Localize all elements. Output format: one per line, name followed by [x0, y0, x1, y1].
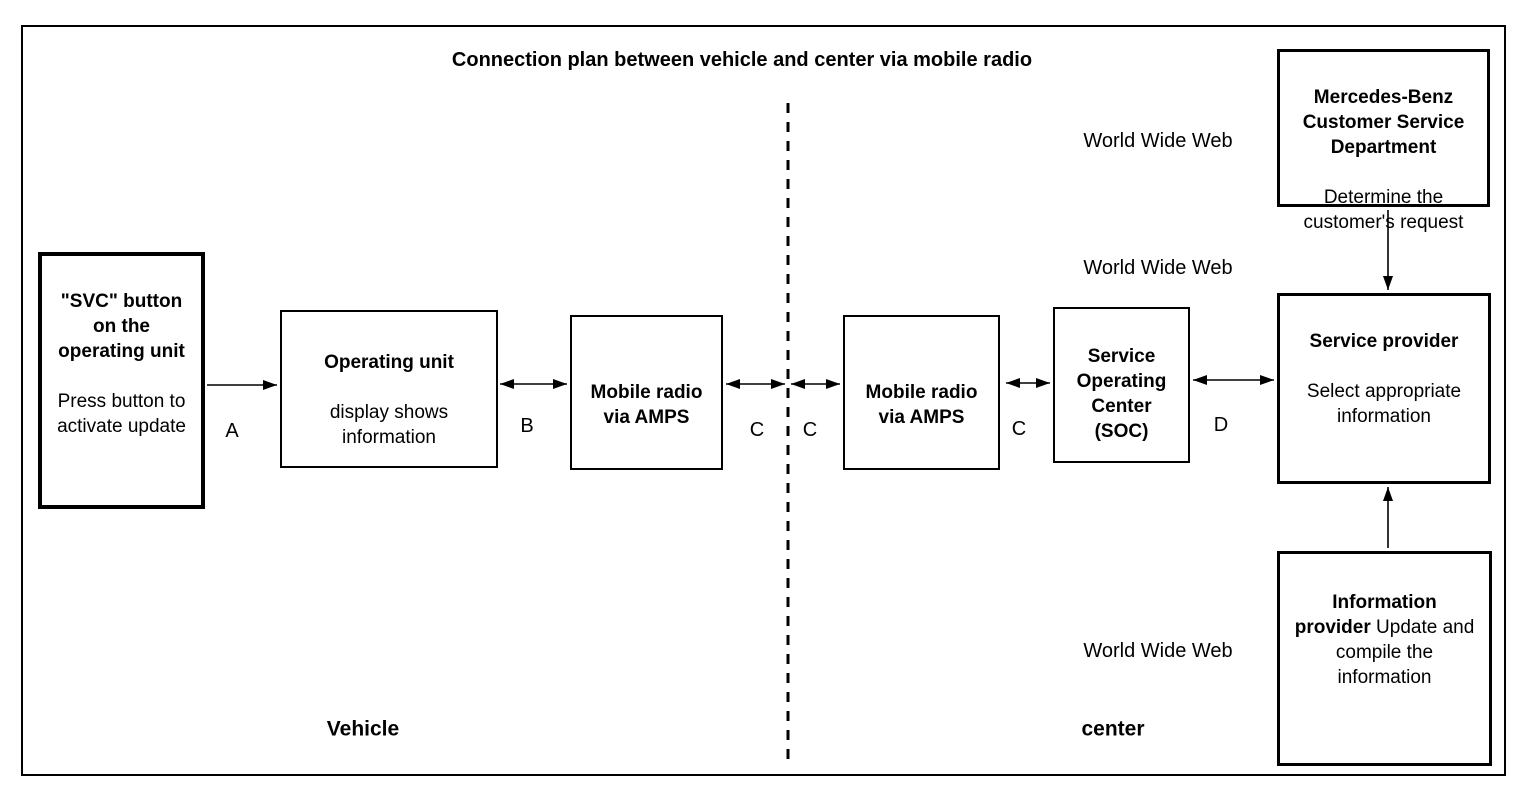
www-label-top: World Wide Web: [1083, 130, 1233, 152]
operating-unit-box-heading: Operating unit: [324, 352, 454, 373]
operating-unit-box-body: display shows information: [329, 402, 449, 448]
mobile-radio-vehicle-box-heading: Mobile radio via AMPS: [590, 382, 703, 428]
connector-label-c-right: C: [802, 419, 818, 441]
www-label-middle: World Wide Web: [1083, 257, 1233, 279]
svc-button-box-body: Press button to activate update: [57, 391, 186, 437]
connector-label-c-soc: C: [1011, 418, 1027, 440]
mercedes-customer-service-box-body: Determine the customer's request: [1303, 187, 1464, 233]
information-provider-box: Information provider Update and compile …: [1277, 551, 1492, 766]
region-label-vehicle: Vehicle: [326, 717, 400, 741]
connector-label-b: B: [520, 415, 534, 437]
www-label-bottom: World Wide Web: [1083, 640, 1233, 662]
service-operating-center-box: Service Operating Center (SOC): [1053, 307, 1190, 463]
connector-label-c-left: C: [749, 419, 765, 441]
mercedes-customer-service-box: Mercedes-Benz Customer Service Departmen…: [1277, 49, 1490, 233]
mobile-radio-vehicle-box: Mobile radio via AMPS: [570, 315, 723, 470]
diagram-title: Connection plan between vehicle and cent…: [451, 49, 1033, 71]
service-provider-box-heading: Service provider: [1309, 331, 1459, 352]
region-label-center: center: [1081, 717, 1145, 741]
connector-label-a: A: [225, 420, 239, 442]
connector-label-d: D: [1213, 414, 1229, 436]
service-provider-box-body: Select appropriate information: [1306, 381, 1462, 427]
svc-button-box-heading: "SVC" button on the operating unit: [58, 291, 185, 362]
diagram-border: [21, 25, 1506, 776]
operating-unit-box: Operating unit display shows information: [280, 310, 498, 468]
information-provider-box-body: Update and compile the information: [1335, 617, 1475, 688]
svc-button-box: "SVC" button on the operating unit Press…: [38, 252, 205, 509]
service-provider-box: Service provider Select appropriate info…: [1277, 293, 1491, 484]
mobile-radio-center-box: Mobile radio via AMPS: [843, 315, 1000, 470]
information-provider-box-heading: Information provider: [1294, 592, 1437, 638]
mercedes-customer-service-box-heading: Mercedes-Benz Customer Service Departmen…: [1302, 87, 1465, 158]
service-operating-center-box-heading: Service Operating Center (SOC): [1076, 346, 1167, 442]
mobile-radio-center-box-heading: Mobile radio via AMPS: [865, 382, 978, 428]
